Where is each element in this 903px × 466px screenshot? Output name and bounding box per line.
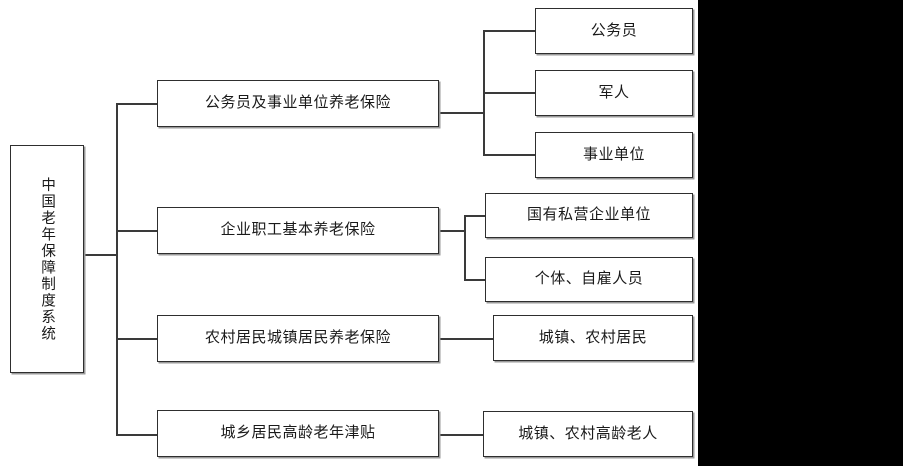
node-root-label: 中国老年保障制度系统 [39, 176, 56, 342]
node-label: 公务员 [590, 22, 638, 39]
connector-l2-3-stub [438, 338, 494, 340]
connector-l2-1-stub [438, 112, 484, 114]
connector-group2-trunk [464, 215, 466, 280]
node-label: 企业职工基本养老保险 [220, 222, 376, 239]
node-rural-urban-resident-pension[interactable]: 农村居民城镇居民养老保险 [157, 315, 439, 362]
connector-group2-to-box1 [464, 215, 486, 217]
node-civil-servant-institution-pension[interactable]: 公务员及事业单位养老保险 [157, 80, 439, 127]
connector-group2-to-box2 [464, 279, 486, 281]
connector-trunk-to-l2-1 [116, 103, 158, 105]
node-label: 城镇、农村居民 [538, 329, 648, 346]
node-military-personnel[interactable]: 军人 [535, 70, 693, 116]
node-label: 城镇、农村高龄老人 [518, 425, 658, 442]
node-state-private-enterprises[interactable]: 国有私营企业单位 [485, 193, 693, 238]
node-label: 城乡居民高龄老年津贴 [220, 425, 376, 442]
node-label: 个体、自雇人员 [534, 271, 644, 288]
node-enterprise-employee-basic-pension[interactable]: 企业职工基本养老保险 [157, 207, 439, 254]
node-label: 事业单位 [582, 146, 645, 163]
connector-trunk-to-l2-3 [116, 338, 158, 340]
connector-l2-4-stub [438, 434, 484, 436]
connector-trunk-to-l2-4 [116, 434, 158, 436]
node-label: 军人 [598, 84, 630, 101]
connector-group1-to-box1 [483, 30, 536, 32]
node-label: 国有私营企业单位 [526, 207, 651, 224]
node-label: 公务员及事业单位养老保险 [204, 95, 391, 112]
node-urban-rural-advanced-elderly[interactable]: 城镇、农村高龄老人 [483, 411, 693, 457]
connector-l2-2-stub [438, 230, 465, 232]
right-black-gutter [698, 0, 903, 466]
node-civil-servants[interactable]: 公务员 [535, 8, 693, 54]
connector-level2-trunk [116, 103, 118, 434]
connector-group1-to-box2 [483, 92, 536, 94]
connector-group1-to-box3 [483, 154, 536, 156]
node-self-employed-persons[interactable]: 个体、自雇人员 [485, 257, 693, 302]
node-public-institutions[interactable]: 事业单位 [535, 132, 693, 178]
connector-trunk-to-l2-2 [116, 230, 158, 232]
node-urban-rural-residents[interactable]: 城镇、农村居民 [493, 315, 693, 361]
node-urban-rural-elderly-allowance[interactable]: 城乡居民高龄老年津贴 [157, 410, 439, 457]
node-label: 农村居民城镇居民养老保险 [204, 330, 391, 347]
node-root[interactable]: 中国老年保障制度系统 [10, 145, 84, 373]
connector-root-stub [84, 254, 117, 256]
